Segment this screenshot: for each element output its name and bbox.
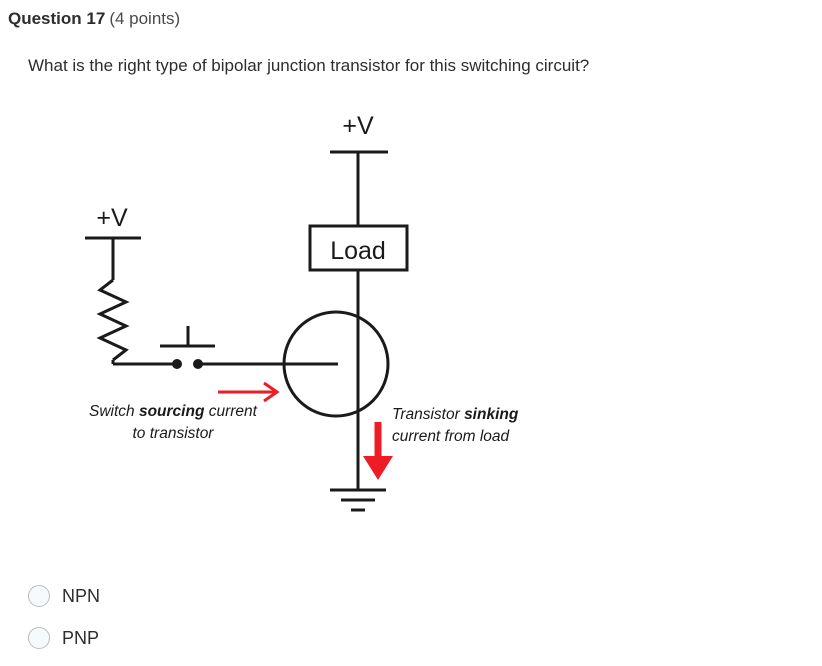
option-pnp-label: PNP <box>62 628 100 648</box>
annotation-left-line1-bold: sourcing <box>139 403 205 420</box>
question-title: Question 17 <box>8 9 106 28</box>
annotation-right-line1: Transistor sinking <box>392 406 519 423</box>
question-points: (4 points) <box>109 9 181 28</box>
annotation-left-line1: Switch sourcing current <box>89 403 258 420</box>
load-label: Load <box>330 237 386 265</box>
supply-label-left: +V <box>96 204 128 232</box>
base-resistor <box>96 278 130 362</box>
question-prompt-text: What is the right type of bipolar juncti… <box>28 56 590 75</box>
annotation-left-line1-pre: Switch <box>89 403 139 420</box>
annotation-left-line1-post: current <box>204 403 257 420</box>
sourcing-arrow-head <box>263 381 280 403</box>
load-box <box>308 224 409 272</box>
circuit-diagram: +V Load +V <box>0 104 640 524</box>
sinking-arrow-head <box>363 456 393 480</box>
radio-pnp[interactable] <box>28 627 50 649</box>
annotation-right-line1-pre: Transistor <box>392 406 464 423</box>
option-npn[interactable]: NPN <box>28 575 428 617</box>
option-pnp[interactable]: PNP <box>28 617 428 659</box>
switch-contact-right <box>193 359 203 369</box>
supply-label-top: +V <box>342 112 374 140</box>
annotation-right-line2: current from load <box>392 428 511 445</box>
question-header: Question 17(4 points) <box>8 8 180 30</box>
annotation-right-line1-bold: sinking <box>464 406 519 423</box>
option-npn-label: NPN <box>62 586 101 606</box>
switch-contact-left <box>172 359 182 369</box>
answer-options-list: NPN PNP <box>28 575 428 659</box>
radio-npn[interactable] <box>28 585 50 607</box>
annotation-left-line2: to transistor <box>133 425 215 442</box>
